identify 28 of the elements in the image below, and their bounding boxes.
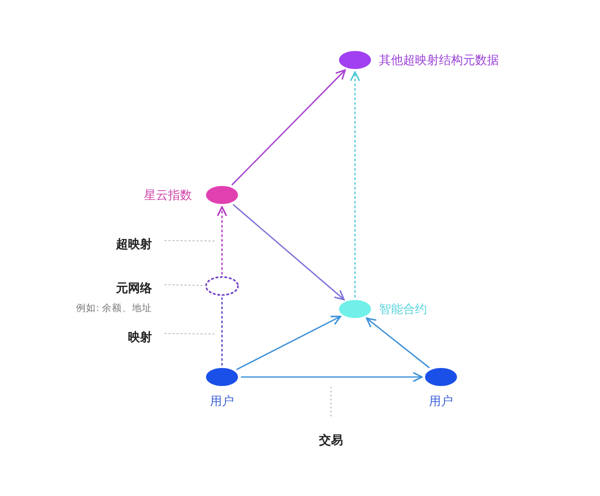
dotted-line	[221, 297, 223, 366]
node-label: 智能合约	[379, 302, 427, 316]
arrow	[241, 372, 423, 382]
dashed-ellipse	[205, 276, 239, 296]
leader-line	[164, 333, 214, 334]
arrow	[231, 69, 346, 186]
term-label: 交易	[319, 433, 343, 448]
node-ellipse	[206, 368, 238, 386]
node-ellipse	[206, 186, 238, 204]
leader-line	[164, 284, 204, 286]
node-label: 用户	[210, 394, 234, 408]
arrow	[366, 317, 430, 368]
arrow	[236, 316, 342, 370]
arrow	[232, 204, 345, 300]
node-ellipse	[339, 300, 371, 318]
node-ellipse	[425, 368, 457, 386]
leader-line	[330, 386, 332, 416]
node-ellipse	[339, 51, 371, 69]
dotted-arrow	[350, 71, 360, 298]
term-label: 超映射	[116, 237, 152, 252]
node-label: 用户	[429, 394, 453, 408]
dotted-arrow	[216, 206, 228, 275]
node-label: 其他超映射结构元数据	[379, 53, 499, 67]
node-label: 星云指数	[144, 188, 192, 202]
example-note: 例如: 余额、地址	[76, 302, 152, 315]
leader-line	[164, 240, 214, 242]
term-label: 元网络	[116, 281, 152, 296]
term-label: 映射	[128, 330, 152, 345]
